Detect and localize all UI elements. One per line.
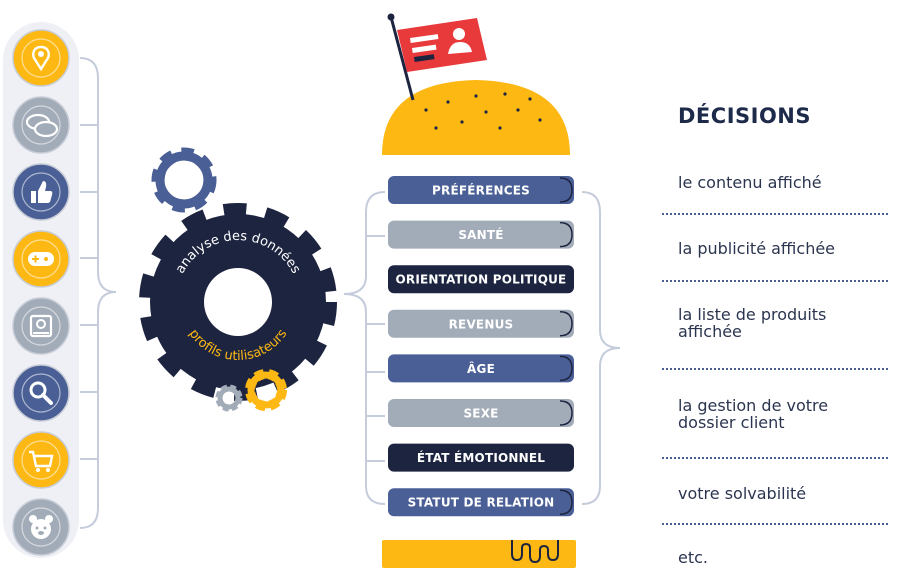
decisions-panel: DÉCISIONS le contenu affiché la publicit… xyxy=(662,0,888,568)
source-item xyxy=(11,430,71,490)
source-column-backdrop xyxy=(3,22,79,558)
smart-toy-icon xyxy=(12,498,70,556)
flag xyxy=(387,13,487,101)
bracket-ticks-mid xyxy=(366,235,385,462)
profile-bar-label: ÉTAT ÉMOTIONNEL xyxy=(417,450,545,465)
profile-bar-shape xyxy=(388,354,574,383)
source-item xyxy=(11,28,71,88)
profile-bar-label: STATUT DE RELATION xyxy=(408,496,555,510)
profile-bar-label: ORIENTATION POLITIQUE xyxy=(396,273,567,287)
profile-bar-edge xyxy=(559,355,573,382)
profile-bar-shape xyxy=(388,488,574,517)
source-item xyxy=(11,162,71,222)
decision-separator xyxy=(662,280,888,282)
source-item xyxy=(11,497,71,557)
source-item xyxy=(11,363,71,423)
profile-bar: ÉTAT ÉMOTIONNEL xyxy=(388,443,574,472)
decision-item: etc. xyxy=(678,548,708,567)
shopping-cart-icon xyxy=(12,431,70,489)
profile-bar-label: ÂGE xyxy=(467,361,495,376)
data-sources-column xyxy=(3,22,79,558)
small-yellow-gear xyxy=(245,369,287,411)
source-item xyxy=(11,229,71,289)
profile-bar-label: SANTÉ xyxy=(458,227,503,242)
burger-bottom-bun xyxy=(382,540,576,568)
bun-drip xyxy=(511,540,559,564)
profile-bar-edge xyxy=(559,266,573,292)
profile-bar-shape xyxy=(388,443,574,472)
profile-bar: SEXE xyxy=(388,399,574,427)
sources-bracket xyxy=(79,57,117,529)
tiny-gray-gear xyxy=(215,384,243,412)
profiles-bracket-right xyxy=(581,191,621,505)
profile-bar-edge xyxy=(559,400,573,426)
profile-bar: STATUT DE RELATION xyxy=(388,488,574,517)
decision-item: la publicité affichée xyxy=(678,239,836,258)
device-icon xyxy=(12,297,70,355)
decision-item: la gestion de votre dossier client xyxy=(678,396,829,432)
source-item xyxy=(11,296,71,356)
decision-item: votre solvabilité xyxy=(678,484,807,503)
source-item xyxy=(11,95,71,155)
gamepad-icon xyxy=(12,230,70,288)
small-blue-gear xyxy=(151,147,217,213)
search-icon xyxy=(12,364,70,422)
profile-bar-shape xyxy=(388,399,574,427)
profile-bar-edge xyxy=(559,444,573,471)
decision-item: le contenu affiché xyxy=(678,173,822,192)
decision-item: la liste de produits affichée xyxy=(678,305,827,341)
profile-bar: PRÉFÉRENCES xyxy=(388,176,574,204)
profile-bar-label: PRÉFÉRENCES xyxy=(432,183,530,198)
bun-sesame-seeds xyxy=(424,92,542,130)
profile-bar-shape xyxy=(388,309,574,338)
profile-bar-label: SEXE xyxy=(463,407,498,421)
profiles-bracket-left xyxy=(343,191,386,505)
profile-bar-edge xyxy=(559,177,573,203)
decision-separator xyxy=(662,213,888,215)
profile-bar: ORIENTATION POLITIQUE xyxy=(388,265,574,294)
decisions-title: DÉCISIONS xyxy=(678,104,811,128)
profile-bar-edge xyxy=(559,311,573,337)
profile-bars: PRÉFÉRENCES SANTÉ ORIENTATION POLITIQUE REV… xyxy=(388,176,574,517)
location-pin-icon xyxy=(12,29,70,87)
profile-bar: ÂGE xyxy=(388,354,574,383)
profile-bar-shape xyxy=(388,176,574,204)
chat-bubbles-icon xyxy=(12,96,70,154)
profile-bar-shape xyxy=(388,220,574,249)
thumbs-up-icon xyxy=(12,163,70,221)
burger-top-bun xyxy=(382,80,570,155)
decision-separator xyxy=(662,457,888,459)
profile-bar: REVENUS xyxy=(388,309,574,338)
bracket-ticks-left xyxy=(80,124,98,460)
decision-separator xyxy=(662,368,888,370)
decision-separator xyxy=(662,523,888,525)
profile-bar-edge xyxy=(559,489,573,515)
profile-bar: SANTÉ xyxy=(388,220,574,249)
profile-bar-edge xyxy=(559,221,573,248)
profile-bar-shape xyxy=(388,265,574,294)
profile-bar-label: REVENUS xyxy=(449,317,514,331)
